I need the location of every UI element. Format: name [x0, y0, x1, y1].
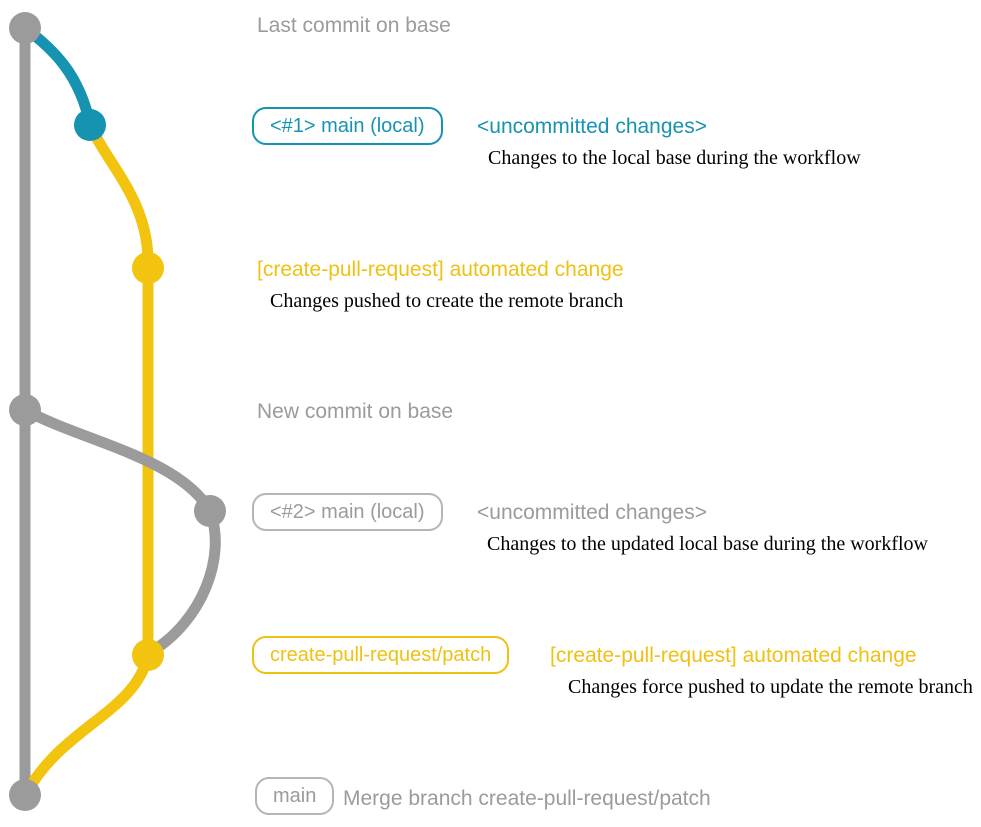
commit-dot-last-base: [9, 12, 41, 44]
milestone-last-commit: Last commit on base: [257, 14, 451, 37]
force-push-edge: [145, 505, 221, 658]
commit-dot-new-base: [9, 394, 41, 426]
caption-local-changes-1: Changes to the local base during the wor…: [488, 147, 861, 169]
commit-dot-local-2: [194, 495, 226, 527]
branch-badge-main-local-2: <#2> main (local): [252, 493, 443, 531]
merge-edge: [21, 649, 154, 798]
branch-badge-main-local-1: <#1> main (local): [252, 107, 443, 145]
branch-badge-create-pull-request-patch: create-pull-request/patch: [252, 636, 510, 674]
caption-local-changes-2: Changes to the updated local base during…: [487, 533, 928, 555]
local-changes-edge-2: [19, 404, 216, 517]
heading-automated-change-2: [create-pull-request] automated change: [550, 644, 917, 667]
heading-uncommitted-changes-1: <uncommitted changes>: [477, 115, 707, 138]
heading-automated-change-1: [create-pull-request] automated change: [257, 258, 624, 281]
caption-force-push: Changes force pushed to update the remot…: [568, 676, 973, 698]
heading-merge-branch: Merge branch create-pull-request/patch: [343, 787, 711, 810]
commit-dot-merge: [9, 779, 41, 811]
local-changes-edge-1: [19, 22, 96, 131]
commit-dot-push-2: [132, 639, 164, 671]
commit-dot-push-1: [132, 252, 164, 284]
remote-branch-line: [84, 119, 154, 661]
caption-push-create: Changes pushed to create the remote bran…: [270, 290, 624, 312]
commit-graph: [9, 12, 226, 811]
branch-badge-main: main: [255, 777, 335, 815]
heading-uncommitted-changes-2: <uncommitted changes>: [477, 501, 707, 524]
milestone-new-commit: New commit on base: [257, 400, 454, 423]
commit-dot-local-1: [74, 109, 106, 141]
